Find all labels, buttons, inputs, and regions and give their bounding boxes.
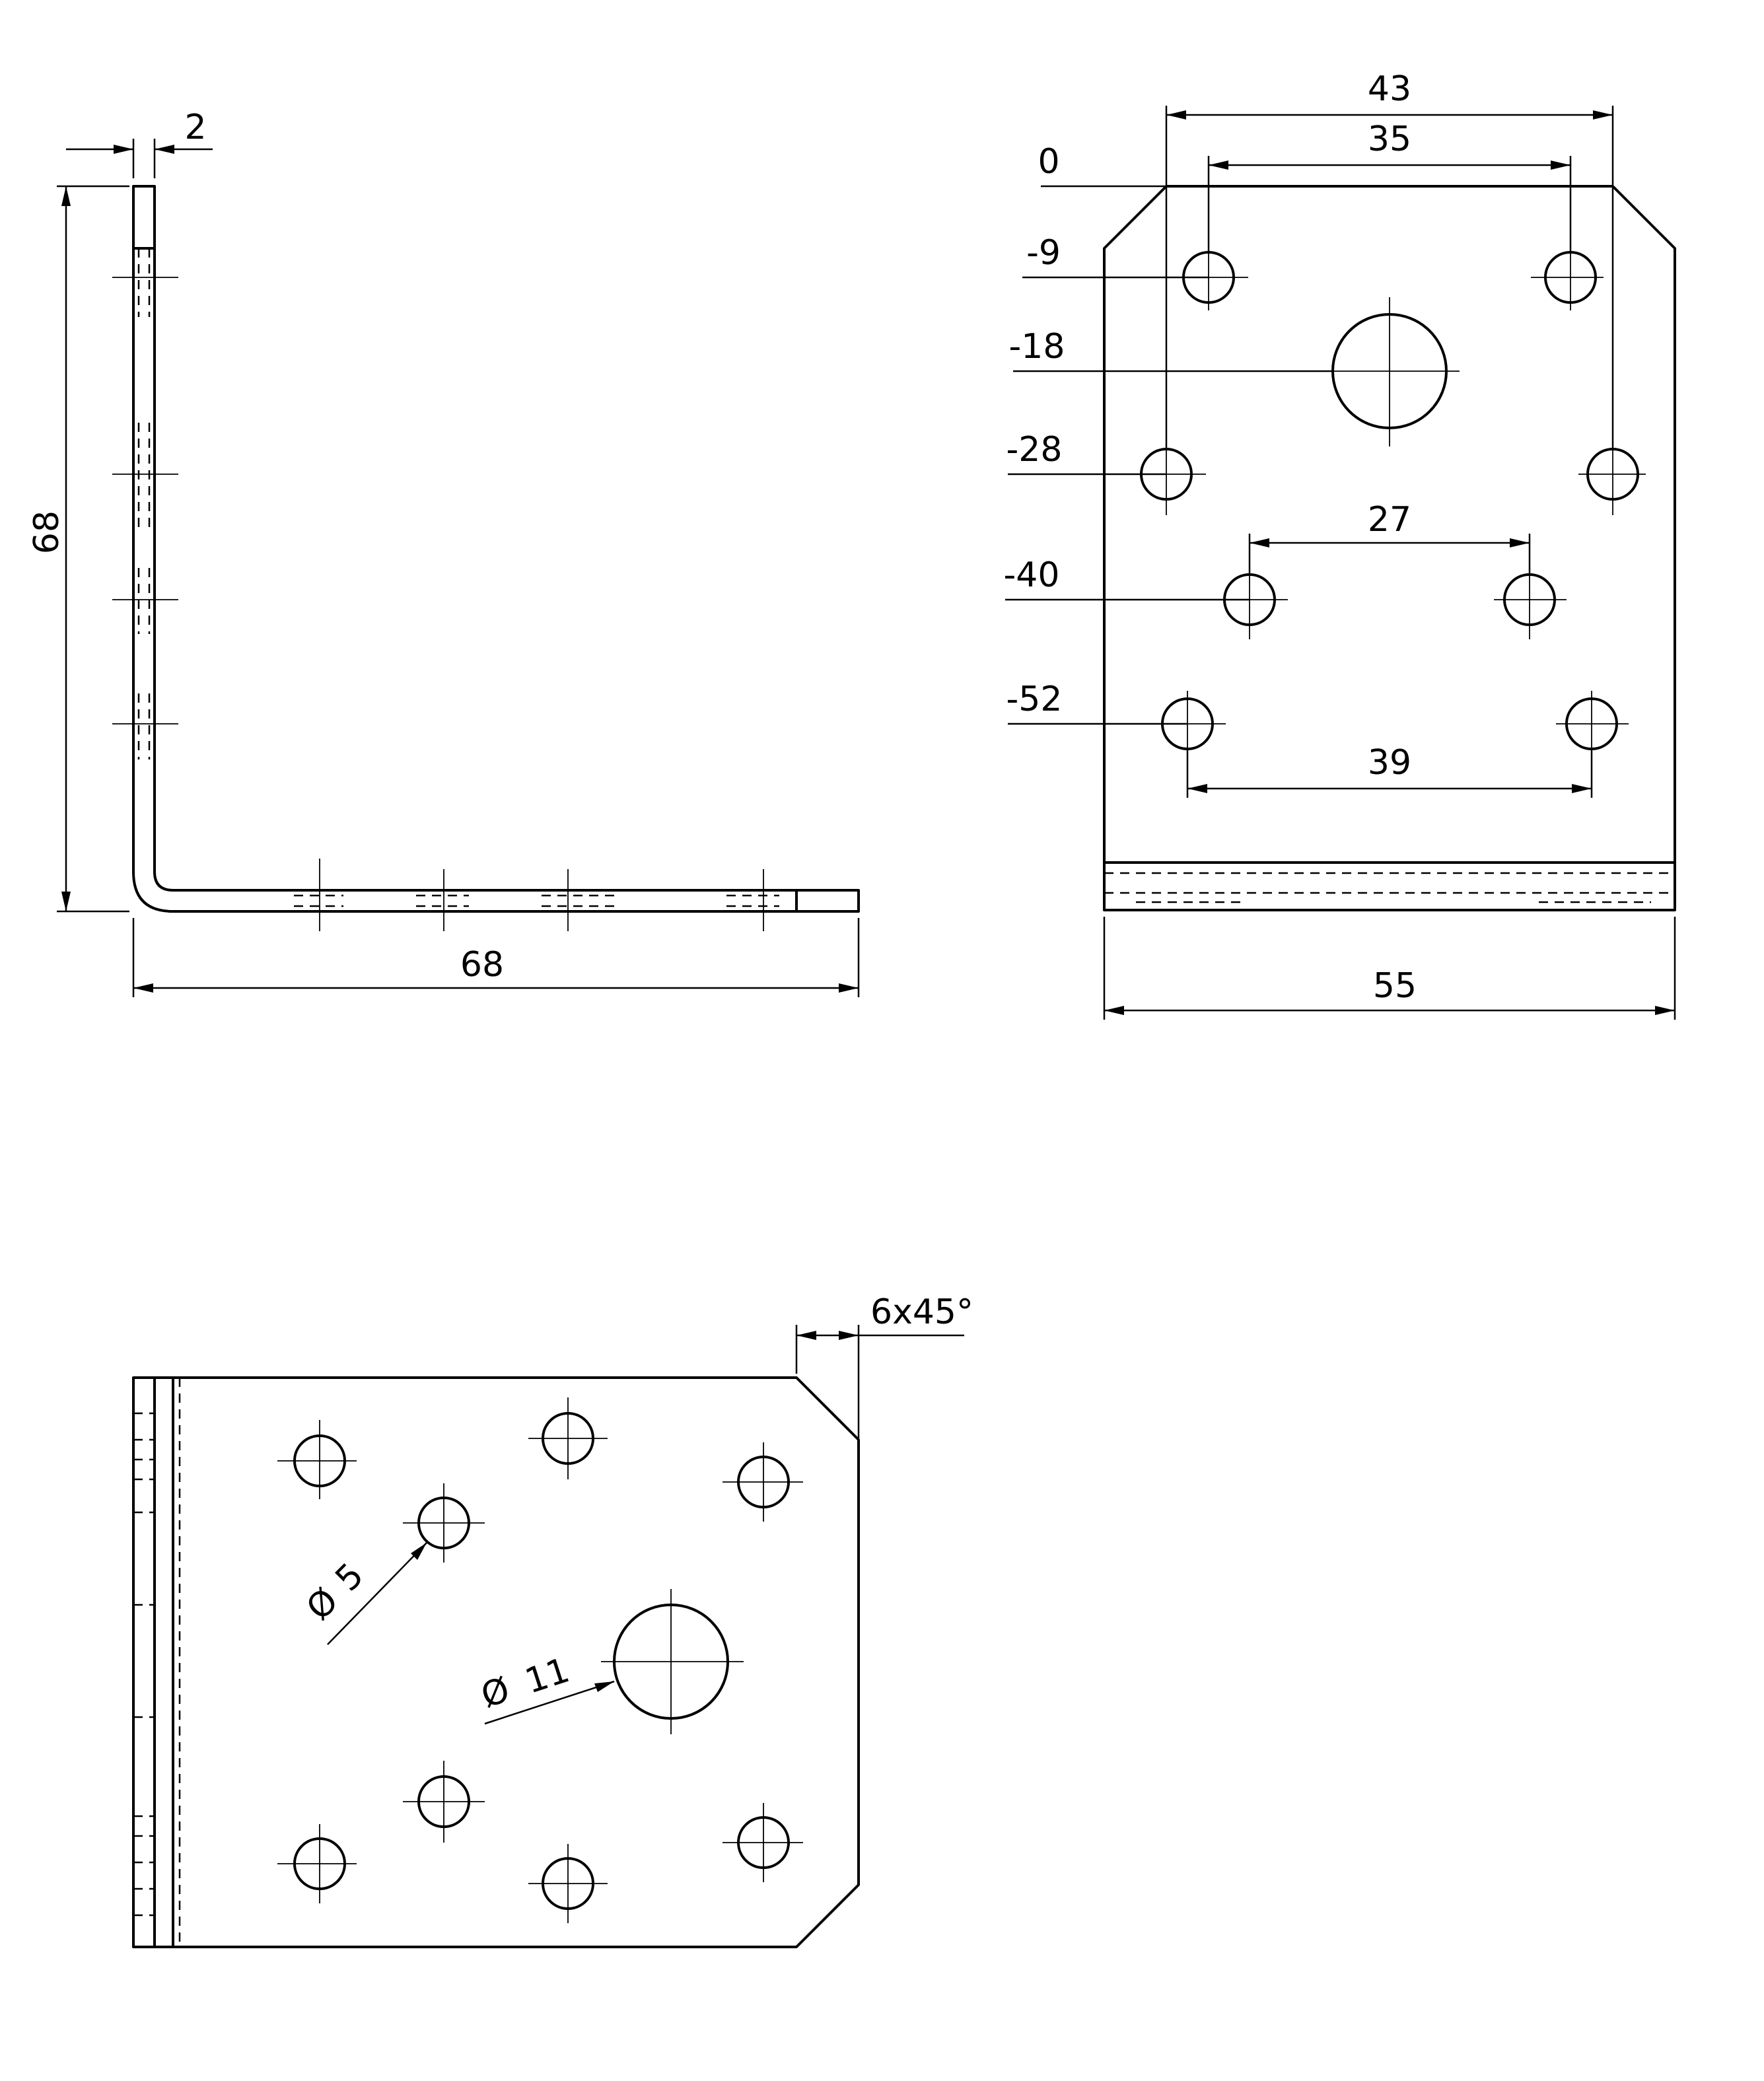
dim-height-label: 68 (27, 511, 67, 554)
dim-top-width-label: 43 (1368, 69, 1411, 109)
dim-chamfer-label: 6x45° (870, 1292, 973, 1332)
dim-thickness-label: 2 (184, 108, 206, 147)
top-view: 6x45° Ø 5 Ø 11 (132, 1292, 973, 1948)
top-left-hidden (133, 1412, 155, 1917)
small-hole-dia-symbol: Ø (299, 1581, 346, 1628)
dim-small-hole: Ø 5 (299, 1542, 427, 1645)
dim-large-hole: Ø 11 (476, 1650, 615, 1725)
dim-chamfer: 6x45° (795, 1292, 973, 1438)
dim-hole-spacing-middle-label: 27 (1368, 500, 1411, 540)
large-hole-dia-symbol: Ø (476, 1670, 514, 1716)
hidden-holes-horizontal (294, 859, 779, 931)
dim-hole-spacing-middle: 27 (1248, 500, 1531, 573)
dim-hole-spacing-top-label: 35 (1368, 120, 1411, 159)
level-9-label: -9 (1026, 233, 1061, 273)
dim-width: 68 (132, 918, 860, 997)
level-28-label: -28 (1006, 430, 1063, 470)
dim-bottom-width: 55 (1103, 917, 1676, 1020)
dim-thickness: 2 (66, 108, 213, 178)
level-labels: 0 -9 -18 -28 -40 -52 (1004, 142, 1334, 725)
level-18-label: -18 (1009, 327, 1065, 367)
dim-width-label: 68 (460, 945, 504, 985)
large-hole-dia-label: 11 (520, 1650, 574, 1702)
front-view: 43 35 0 -9 -18 -28 -40 -52 (1004, 69, 1676, 1020)
side-view: 2 68 68 (27, 108, 860, 997)
hidden-holes-vertical (112, 248, 178, 759)
dim-bottom-width-label: 55 (1373, 966, 1417, 1006)
level-52-label: -52 (1006, 680, 1063, 719)
dim-top-width: 43 (1165, 69, 1614, 185)
top-center-marks (277, 1397, 803, 1923)
dim-hole-spacing-top: 35 (1207, 120, 1572, 251)
dim-hole-spacing-bottom-label: 39 (1368, 743, 1411, 783)
small-hole-dia-label: 5 (328, 1556, 372, 1600)
dim-height: 68 (27, 185, 129, 913)
dim-hole-spacing-bottom: 39 (1186, 743, 1593, 798)
level-0-label: 0 (1038, 142, 1059, 182)
level-40-label: -40 (1004, 555, 1060, 595)
top-plate-outline (132, 1376, 860, 1948)
l-profile-outline (132, 185, 860, 913)
